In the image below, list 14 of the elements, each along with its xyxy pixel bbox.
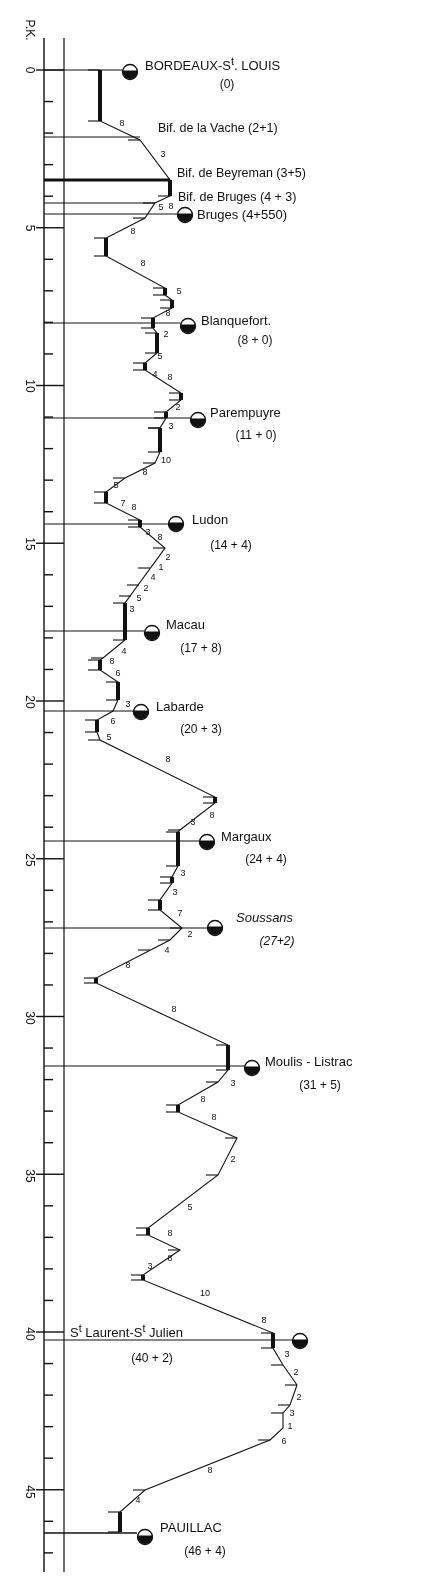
axis-title: P.K. [23, 19, 37, 41]
axis-tick-label: 35 [23, 1169, 37, 1183]
kilometre-point: (31 + 5) [299, 1078, 341, 1092]
axis-tick-label: 10 [23, 379, 37, 393]
axis-tick-label: 30 [23, 1011, 37, 1025]
axis-tick-label: 25 [23, 853, 37, 867]
axis-tick-label: 40 [23, 1327, 37, 1341]
axis-tick-label: 15 [23, 537, 37, 551]
axis-tick-label: 5 [23, 224, 37, 232]
axis-tick-label: 20 [23, 695, 37, 709]
station-name: BORDEAUX-S$^{t}$. LOUIS [145, 55, 281, 73]
kilometre-point: (46 + 4) [184, 1544, 226, 1558]
axis-tick-label: 45 [23, 1485, 37, 1499]
axis-tick-label: 0 [23, 66, 37, 74]
